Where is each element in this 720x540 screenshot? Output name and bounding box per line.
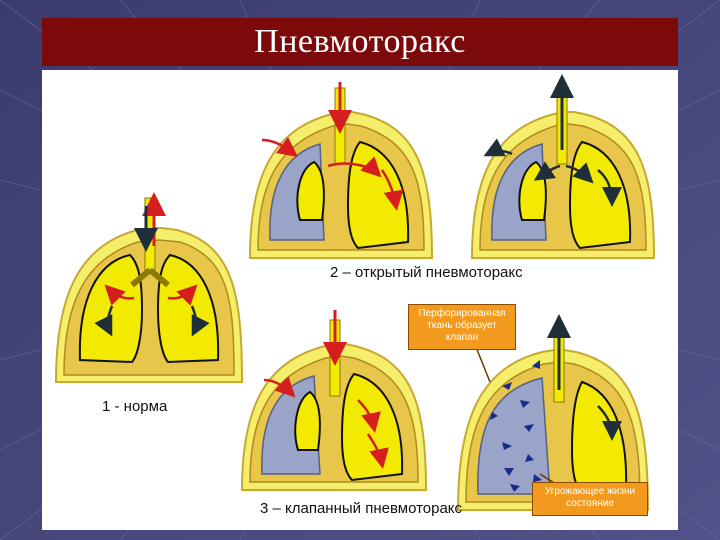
thorax-valve-tension: [456, 314, 650, 511]
lung-diagram: [54, 74, 656, 511]
pressure-arrows: [490, 360, 542, 492]
title-bar: Пневмоторакс: [42, 18, 678, 66]
caption-open-pneumothorax: 2 – открытый пневмоторакс: [330, 264, 523, 281]
lung-left-collapsed: [296, 160, 325, 221]
thorax-valve-inspiration: [240, 310, 428, 491]
note-life-threatening: Угрожающее жизни состояние: [532, 482, 648, 516]
caption-norm: 1 - норма: [102, 398, 168, 415]
thorax-normal: [54, 192, 244, 383]
diagram-panel: 2 – открытый пневмоторакс 1 - норма 3 – …: [42, 70, 678, 530]
slide-title: Пневмоторакс: [254, 23, 466, 60]
lung-left-valve: [294, 390, 321, 451]
thorax-open-inspiration: [248, 82, 434, 259]
note-perforated-tissue: Перфорированная ткань образует клапан: [408, 304, 516, 350]
caption-valve-pneumothorax: 3 – клапанный пневмоторакс: [260, 500, 463, 517]
thorax-open-expiration: [470, 74, 656, 259]
